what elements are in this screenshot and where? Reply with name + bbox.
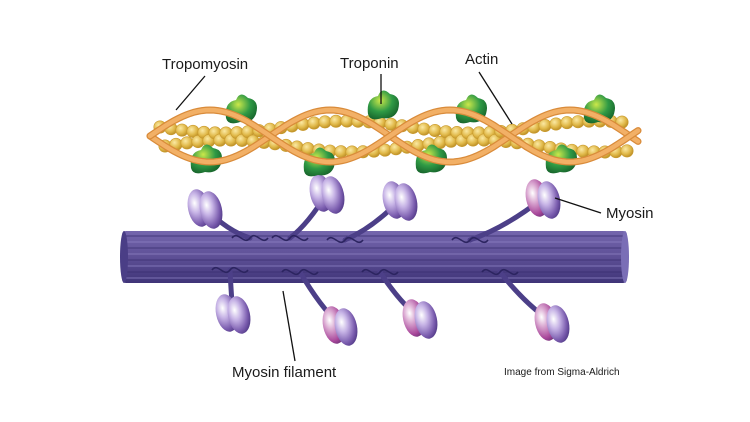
actin-monomer [428,124,442,138]
actin-monomer [417,122,431,136]
myosin-tail-coil [326,236,364,244]
myosin-filament-rods [120,231,629,283]
actin-monomer [620,144,634,158]
filament-end-right [621,231,629,283]
tropomyosin-strands [146,106,642,166]
myosin-head [546,305,570,343]
myosin-tail-coil [211,266,249,274]
troponin-label: Troponin [340,55,399,72]
myosin-filament-label: Myosin filament [232,364,337,381]
actin-monomer [560,116,574,130]
myosin-pointer [554,197,602,214]
myosin-tail-coil [451,236,489,244]
actin-monomer [576,144,590,158]
myosin-label: Myosin [606,205,654,222]
myosin-head [334,308,358,346]
myosin-tail-coil [231,234,269,242]
actin-monomer [180,136,194,150]
actin-monomer [307,116,321,130]
label-pointers [175,71,602,362]
filament-end-left [120,231,128,283]
actin-pointer [478,71,513,125]
tropomyosin-pointer [175,75,206,111]
image-credit: Image from Sigma-Aldrich [504,367,620,378]
actin-monomer [318,115,332,129]
myosin-head [394,183,418,221]
myosin-tail-coil [281,268,319,276]
myosin-head [321,176,345,214]
myosin-filament-pointer [282,290,296,362]
tropomyosin-label: Tropomyosin [162,56,249,73]
actin-monomer [571,115,585,129]
actin-monomer [549,117,563,131]
myosin-head [537,181,561,219]
myosin-heads [187,174,570,346]
troponin-complex [367,90,399,120]
actin-monomer [175,123,189,137]
myosin-head [227,296,251,334]
myosin-tail-coil [361,268,399,276]
myosin-head [414,301,438,339]
tropomyosin-strand [147,107,641,165]
tropomyosin-strand [147,107,641,165]
actin-monomer [334,145,348,159]
actin-label: Actin [465,51,499,68]
myosin-head [199,191,223,229]
myosin-tail-coil [481,268,519,276]
actin-monomer [329,114,343,128]
myosin-tail-coil [271,234,309,242]
filament-body [122,231,627,283]
